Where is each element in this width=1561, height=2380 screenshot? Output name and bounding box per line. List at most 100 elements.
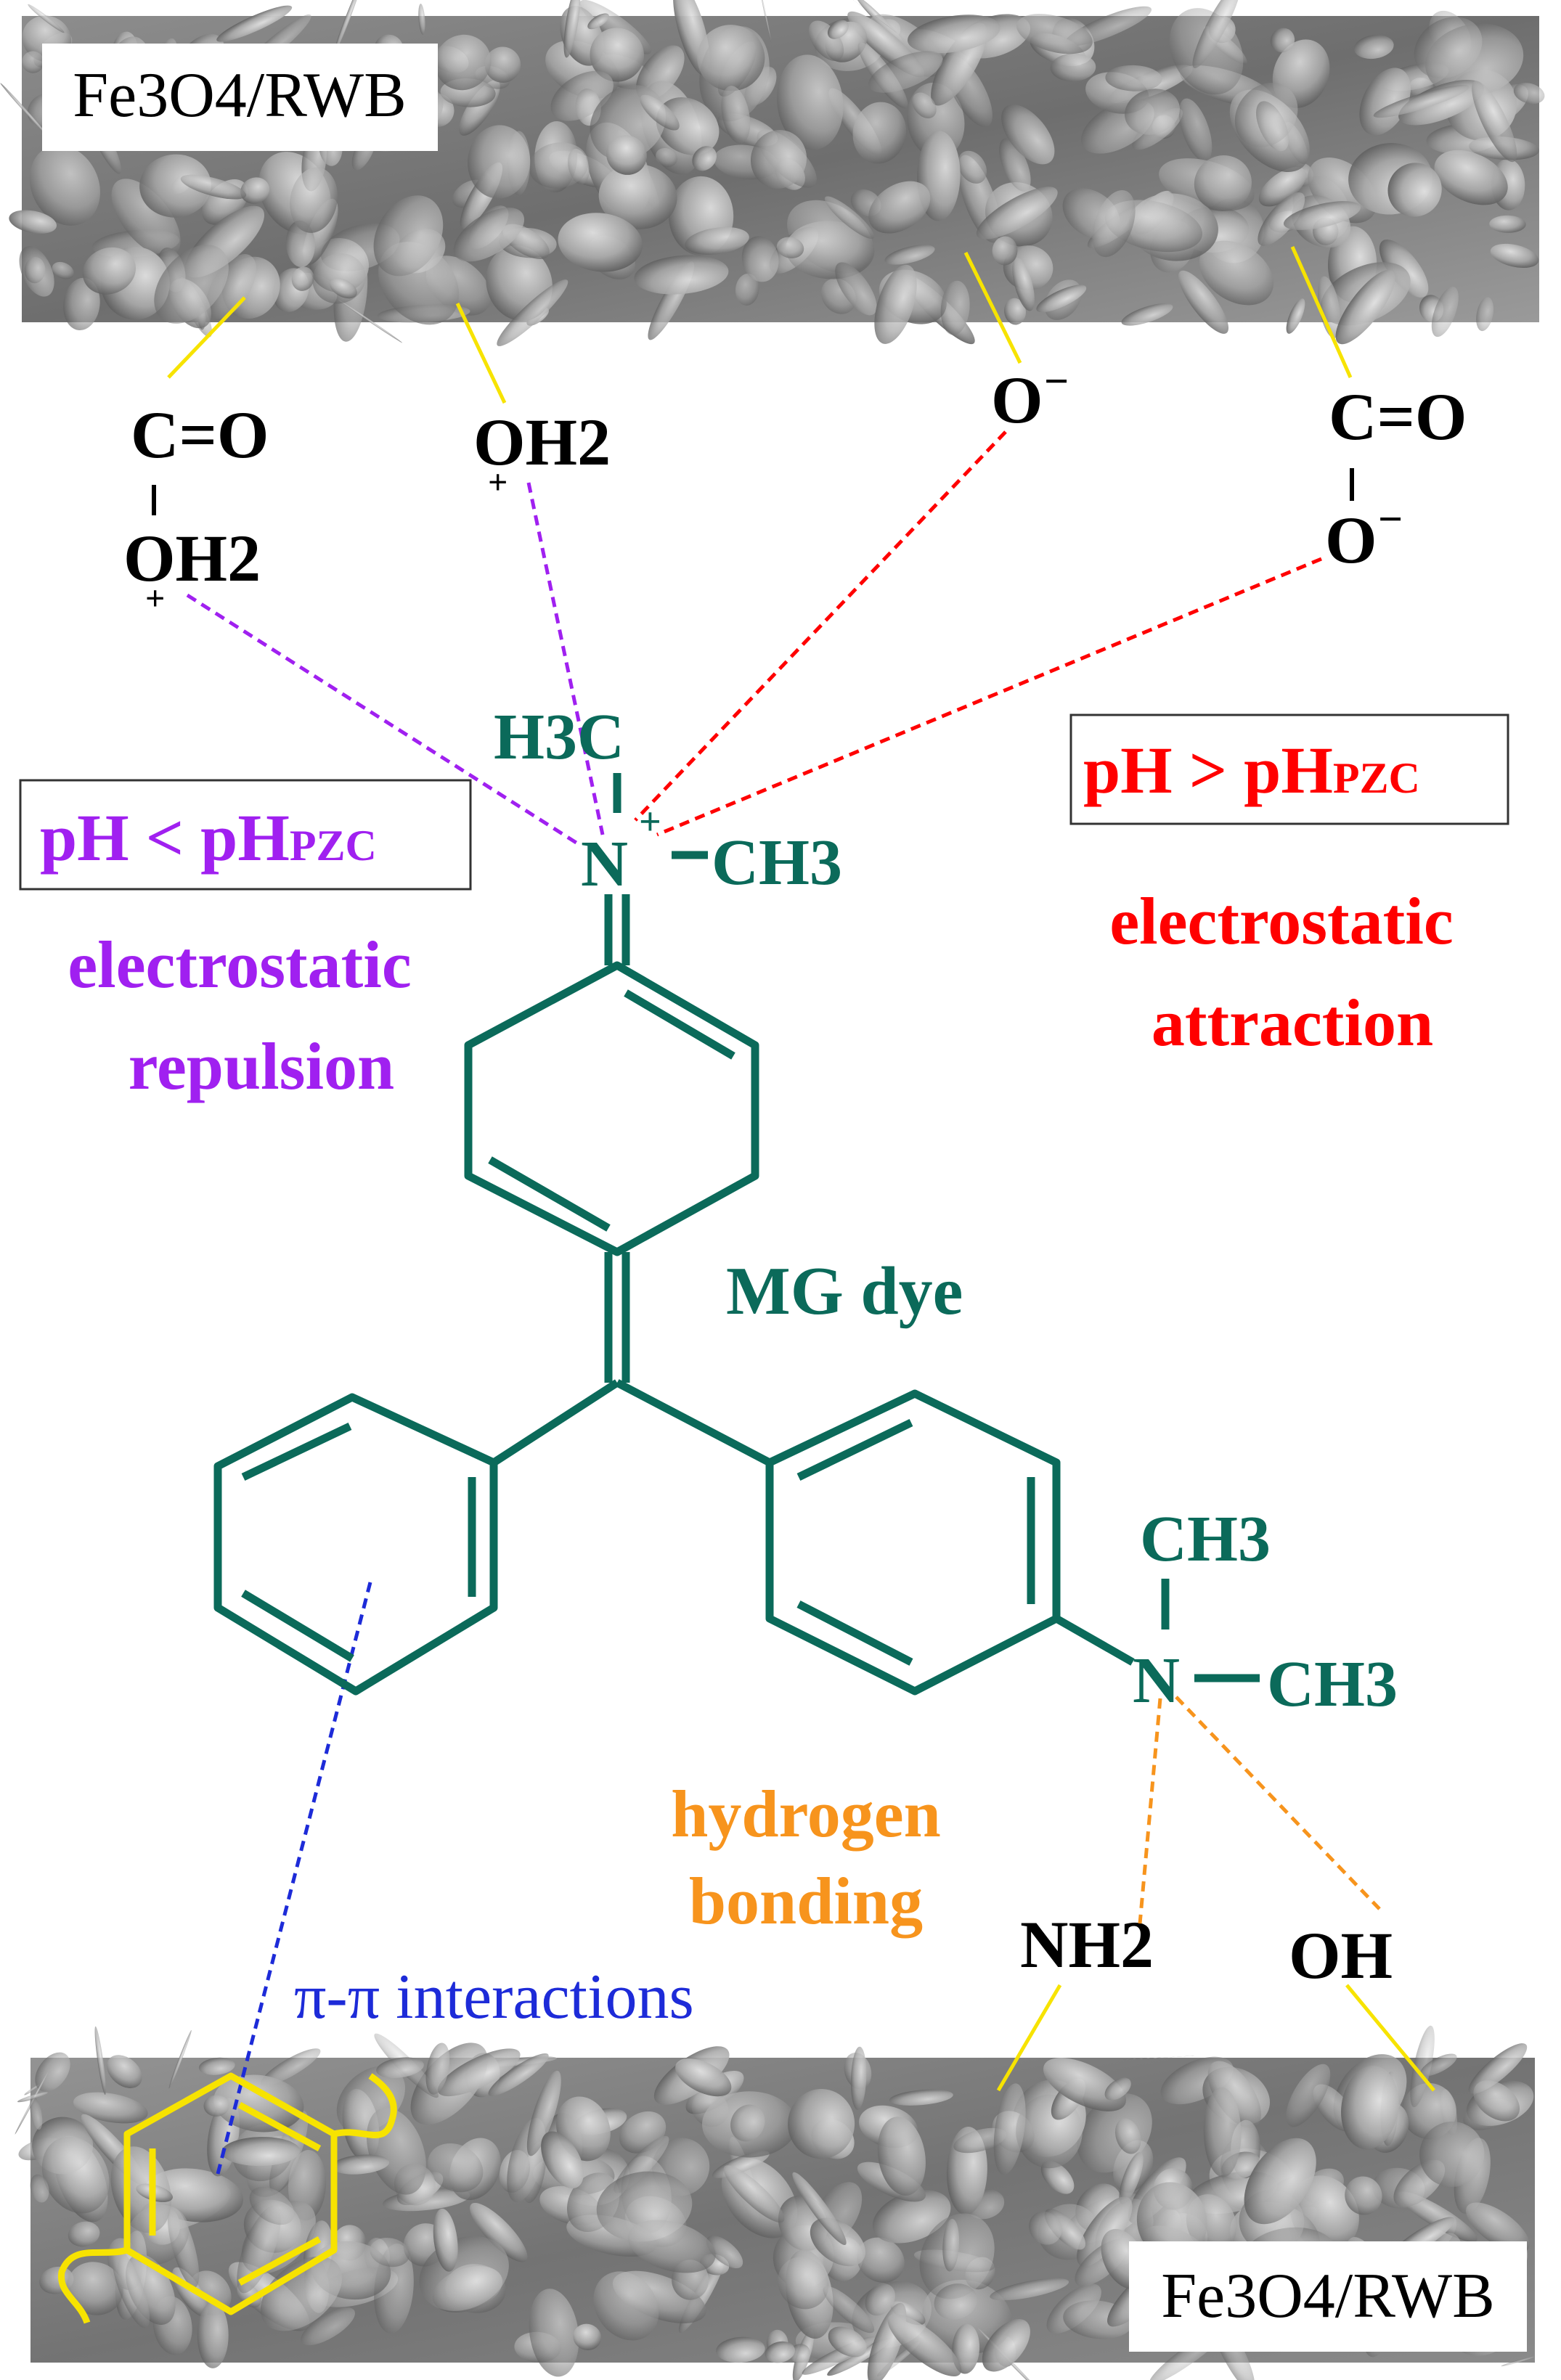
sem-grain: [872, 2190, 951, 2244]
sem-grain: [1040, 2161, 1075, 2194]
sem-grain: [237, 2205, 281, 2294]
sem-grain: [17, 2092, 48, 2103]
sem-grain: [29, 144, 100, 226]
sem-grain: [453, 207, 525, 262]
sem-grain: [1001, 104, 1055, 165]
acidic-condition-box: [19, 779, 472, 891]
sem-grain: [865, 2283, 895, 2316]
sem-grain: [330, 278, 357, 299]
sem-grain: [636, 45, 685, 101]
sem-grain: [721, 86, 751, 144]
sem-grain: [889, 2089, 953, 2106]
top-label-box: [42, 44, 438, 151]
sem-grain: [912, 92, 937, 119]
group-carboxylate: C=O O −: [1325, 380, 1467, 577]
sem-grain: [197, 2302, 229, 2368]
sem-grain: [376, 2057, 424, 2079]
sem-grain: [810, 2217, 865, 2267]
hbond-line-1: [1138, 1698, 1162, 1924]
dye-methyl-right: CH3: [712, 827, 842, 899]
sem-grain: [990, 2278, 1069, 2301]
sem-grain: [1036, 285, 1087, 313]
top-panel-label: Fe3O4/RWB: [73, 60, 407, 131]
sem-grain: [291, 266, 314, 291]
pipi-label: π-π interactions: [294, 1962, 694, 2032]
sem-grain: [497, 279, 568, 346]
bottom-label-box: [1129, 2241, 1527, 2352]
basic-effect-line2: attraction: [1152, 986, 1433, 1060]
sem-grain: [558, 213, 643, 272]
sem-grain: [940, 280, 970, 335]
mg-dye-structure: [213, 773, 1260, 1696]
sem-grain: [1077, 2196, 1133, 2267]
sem-grain: [827, 20, 849, 39]
sem-grain: [778, 2257, 829, 2310]
sem-grain: [260, 2256, 343, 2331]
sem-grain: [28, 4, 65, 33]
sem-grain: [958, 150, 987, 184]
sem-grain: [850, 2046, 867, 2110]
sem-grain: [741, 236, 779, 282]
svg-text:+: +: [488, 463, 508, 502]
sem-grain: [428, 2143, 484, 2193]
sem-grain: [1420, 2053, 1457, 2077]
sem-grain: [1466, 2202, 1530, 2253]
sem-grain: [373, 195, 444, 277]
sem-grain: [66, 2262, 123, 2315]
sem-grain: [1473, 2080, 1520, 2122]
sem-grain: [1419, 2121, 1485, 2188]
sem-grain: [777, 54, 844, 150]
sem-grain: [154, 245, 229, 324]
sem-grain: [139, 154, 211, 218]
sem-grain: [1207, 2061, 1261, 2129]
sem-grain: [1501, 2356, 1535, 2367]
acidic-condition: pH < pHPZC: [40, 801, 377, 875]
dye-nitrogen-quaternary: N: [581, 828, 628, 900]
sem-grain: [30, 2174, 49, 2203]
sem-grain: [877, 2117, 926, 2196]
sem-grain: [1136, 2182, 1207, 2261]
sem-grain: [874, 264, 917, 344]
sem-grain: [1119, 2056, 1195, 2060]
hbond-label-line2: bonding: [689, 1864, 923, 1938]
acidic-effect-line2: repulsion: [129, 1029, 394, 1103]
dye-amine-methyl-1: CH3: [1140, 1503, 1271, 1575]
sem-grain: [82, 247, 136, 295]
surface-links-top: [167, 245, 1353, 404]
sem-grain: [22, 51, 44, 73]
sem-grain: [1012, 257, 1035, 311]
sem-grain: [730, 2104, 765, 2142]
surface-aromatic-ring: [58, 2072, 397, 2324]
sem-grain: [887, 2314, 962, 2377]
svg-text:O: O: [991, 363, 1043, 437]
sem-grain: [627, 2220, 716, 2273]
sem-grain: [73, 2092, 148, 2124]
sem-grain: [29, 2095, 43, 2130]
sem-grain: [216, 5, 293, 42]
basic-condition: pH > pHPZC: [1083, 733, 1420, 807]
sem-grain: [786, 221, 875, 279]
sem-grain: [68, 2221, 100, 2247]
sem-grain: [1345, 2176, 1382, 2215]
sem-grain: [1178, 98, 1212, 162]
sem-grain: [468, 125, 531, 199]
sem-grain: [366, 2107, 426, 2195]
sem-grain: [206, 254, 256, 319]
sem-grain: [868, 51, 943, 93]
sem-grain: [1203, 2087, 1242, 2177]
sem-grain: [1513, 82, 1545, 105]
sem-grain: [331, 2154, 390, 2175]
sem-grain: [563, 0, 581, 58]
sem-grain: [1258, 192, 1305, 246]
sem-grain: [529, 142, 589, 189]
sem-grain: [434, 34, 492, 91]
sem-grain: [868, 181, 931, 234]
sem-grain: [1234, 82, 1298, 147]
sem-grain: [1434, 150, 1508, 205]
sem-grain: [301, 2307, 355, 2346]
sem-grain: [993, 2083, 1026, 2175]
sem-grain: [1359, 68, 1411, 136]
sem-grain: [1387, 163, 1442, 217]
sem-grain: [587, 13, 609, 30]
